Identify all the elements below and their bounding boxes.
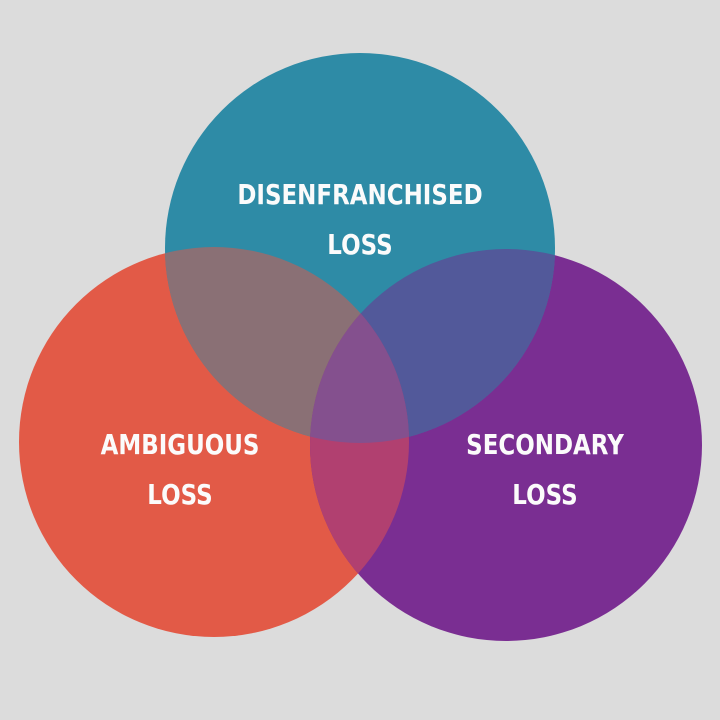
label-line1: AMBIGUOUS (100, 428, 260, 461)
label-line1: DISENFRANCHISED (237, 178, 483, 211)
label-line1: SECONDARY (466, 428, 624, 461)
label-line2: LOSS (512, 478, 578, 511)
label-ambiguous-loss: AMBIGUOUS LOSS (82, 420, 279, 520)
overlap-disenfranchised-secondary (310, 249, 555, 443)
label-line2: LOSS (327, 228, 393, 261)
label-line2: LOSS (147, 478, 213, 511)
label-disenfranchised-loss: DISENFRANCHISED LOSS (212, 170, 507, 270)
label-secondary-loss: SECONDARY LOSS (447, 420, 644, 520)
